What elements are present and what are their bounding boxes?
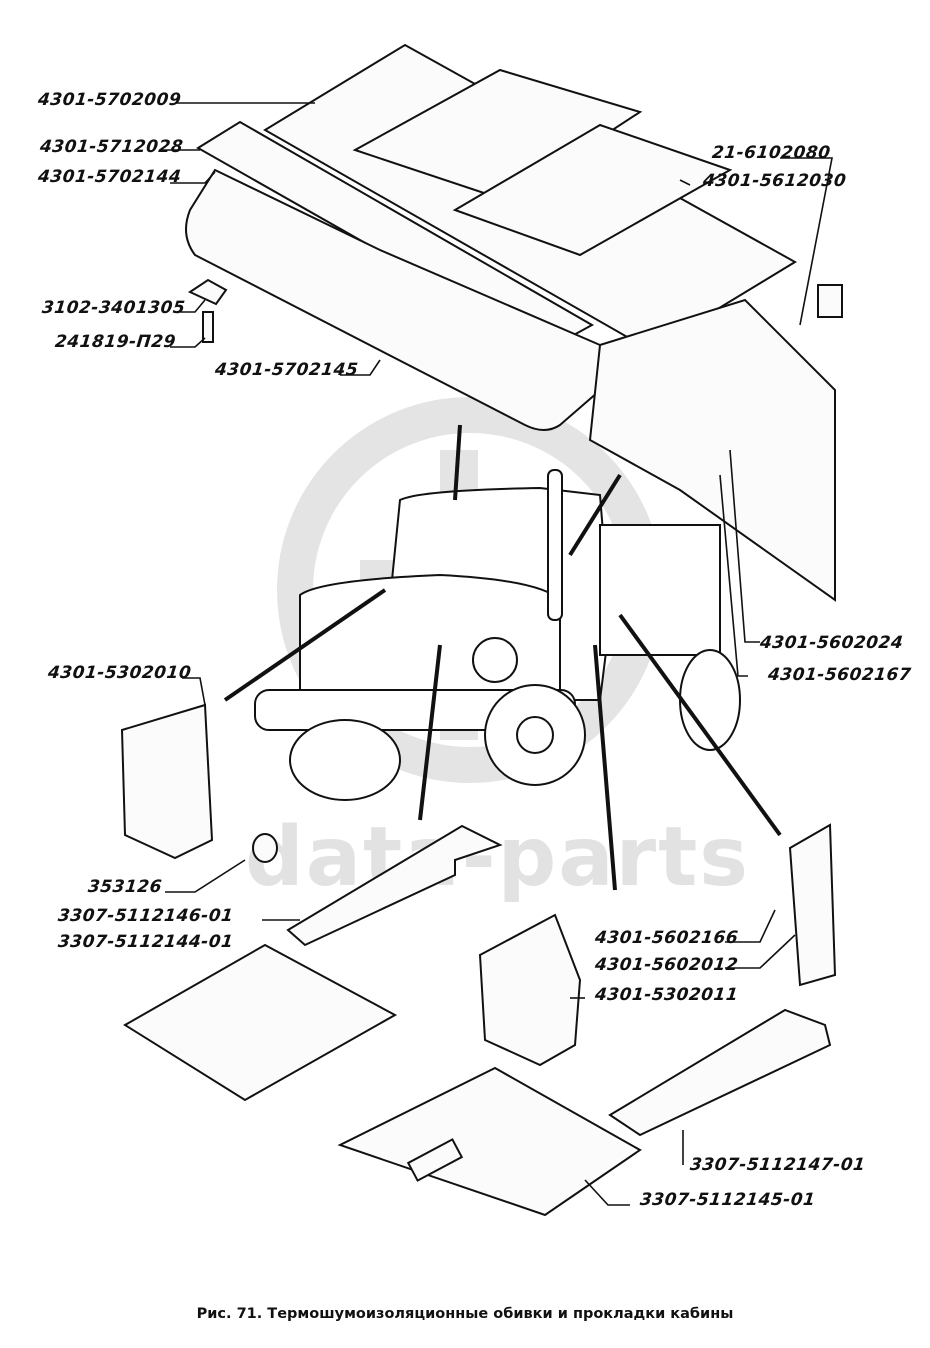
label-headliner-left: 4301-5702144 — [36, 167, 183, 187]
leader-lines — [160, 102, 833, 1206]
label-door-button: 4301-5602166 — [593, 928, 740, 948]
roof-right-pad — [452, 123, 733, 257]
label-floor-mat-right: 3307-5112145-01 — [638, 1190, 817, 1210]
label-plug: 353126 — [86, 877, 164, 897]
truck-illustration — [254, 469, 741, 801]
screw-part — [202, 311, 214, 343]
door-pad — [788, 823, 837, 987]
floor-mat-right — [337, 1066, 642, 1217]
floor-strip-right — [608, 1008, 832, 1137]
rear-wall-pad — [588, 298, 836, 602]
label-door-pad: 4301-5602012 — [593, 955, 740, 975]
rear-fastener-part — [817, 284, 843, 318]
figure-caption: Рис. 71. Термошумоизоляционные обивки и … — [196, 1306, 734, 1322]
clip-part — [187, 278, 228, 306]
label-front-panel-pad-right: 4301-5302011 — [593, 985, 740, 1005]
front-panel-pad-right — [478, 913, 582, 1067]
label-floor-strip-left: 3307-5112146-01 — [56, 906, 235, 926]
label-rear-wall-button: 4301-5602167 — [766, 665, 913, 685]
label-screw: 241819-П29 — [53, 332, 177, 352]
watermark-text: data-parts — [245, 810, 751, 905]
roof-center-pad — [352, 68, 643, 202]
label-clip: 3102-3401305 — [40, 298, 187, 318]
floor-mat-hatch — [406, 1138, 464, 1182]
front-panel-pad-left — [120, 703, 214, 860]
label-headliner-right: 4301-5702145 — [213, 360, 360, 380]
label-rear-pad-upper: 4301-5612030 — [701, 171, 848, 191]
label-roof-outer-pad: 4301-5702009 — [36, 90, 183, 110]
plug-part — [252, 833, 278, 863]
label-rear-pad-fastener: 21-6102080 — [710, 143, 832, 163]
floor-strip-left — [286, 824, 503, 947]
label-roof-strip: 4301-5712028 — [38, 137, 185, 157]
label-rear-wall-pad: 4301-5602024 — [758, 633, 905, 653]
label-floor-mat-left: 3307-5112144-01 — [56, 932, 235, 952]
label-front-panel-pad: 4301-5302010 — [46, 663, 193, 683]
label-floor-strip-right: 3307-5112147-01 — [688, 1155, 867, 1175]
floor-mat-left — [123, 943, 398, 1102]
